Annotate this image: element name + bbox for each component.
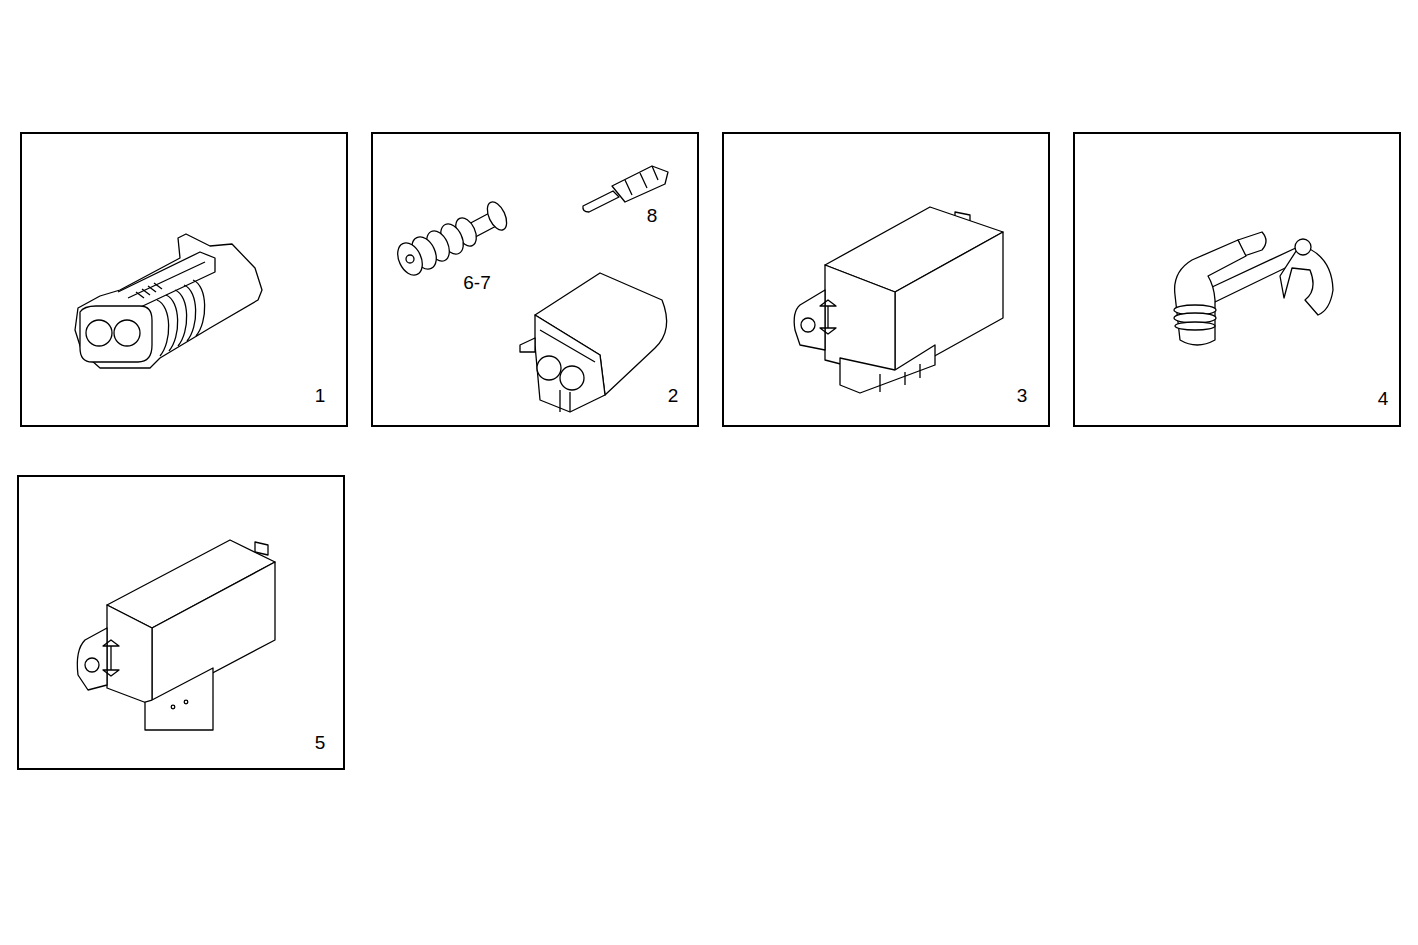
housing-illustration [520, 273, 667, 412]
connector-illustration [75, 234, 262, 368]
callout-number: 4 [1378, 389, 1389, 408]
callout-number: 6-7 [463, 273, 490, 292]
panel-box: 4 [1073, 132, 1401, 427]
callout-number: 5 [315, 733, 326, 752]
panel-box: 6-7 8 2 [371, 132, 699, 427]
hose-illustration [1174, 232, 1333, 345]
callout-number: 2 [668, 386, 679, 405]
panel-box: 3 [722, 132, 1050, 427]
panel-box: 1 [20, 132, 348, 427]
panel-box: 5 [17, 475, 345, 770]
relay-illustration [77, 540, 275, 730]
callout-number: 1 [315, 386, 326, 405]
callout-number: 8 [647, 206, 658, 225]
callout-number: 3 [1017, 386, 1028, 405]
relay-illustration [794, 207, 1003, 393]
seal-illustration [393, 199, 511, 279]
